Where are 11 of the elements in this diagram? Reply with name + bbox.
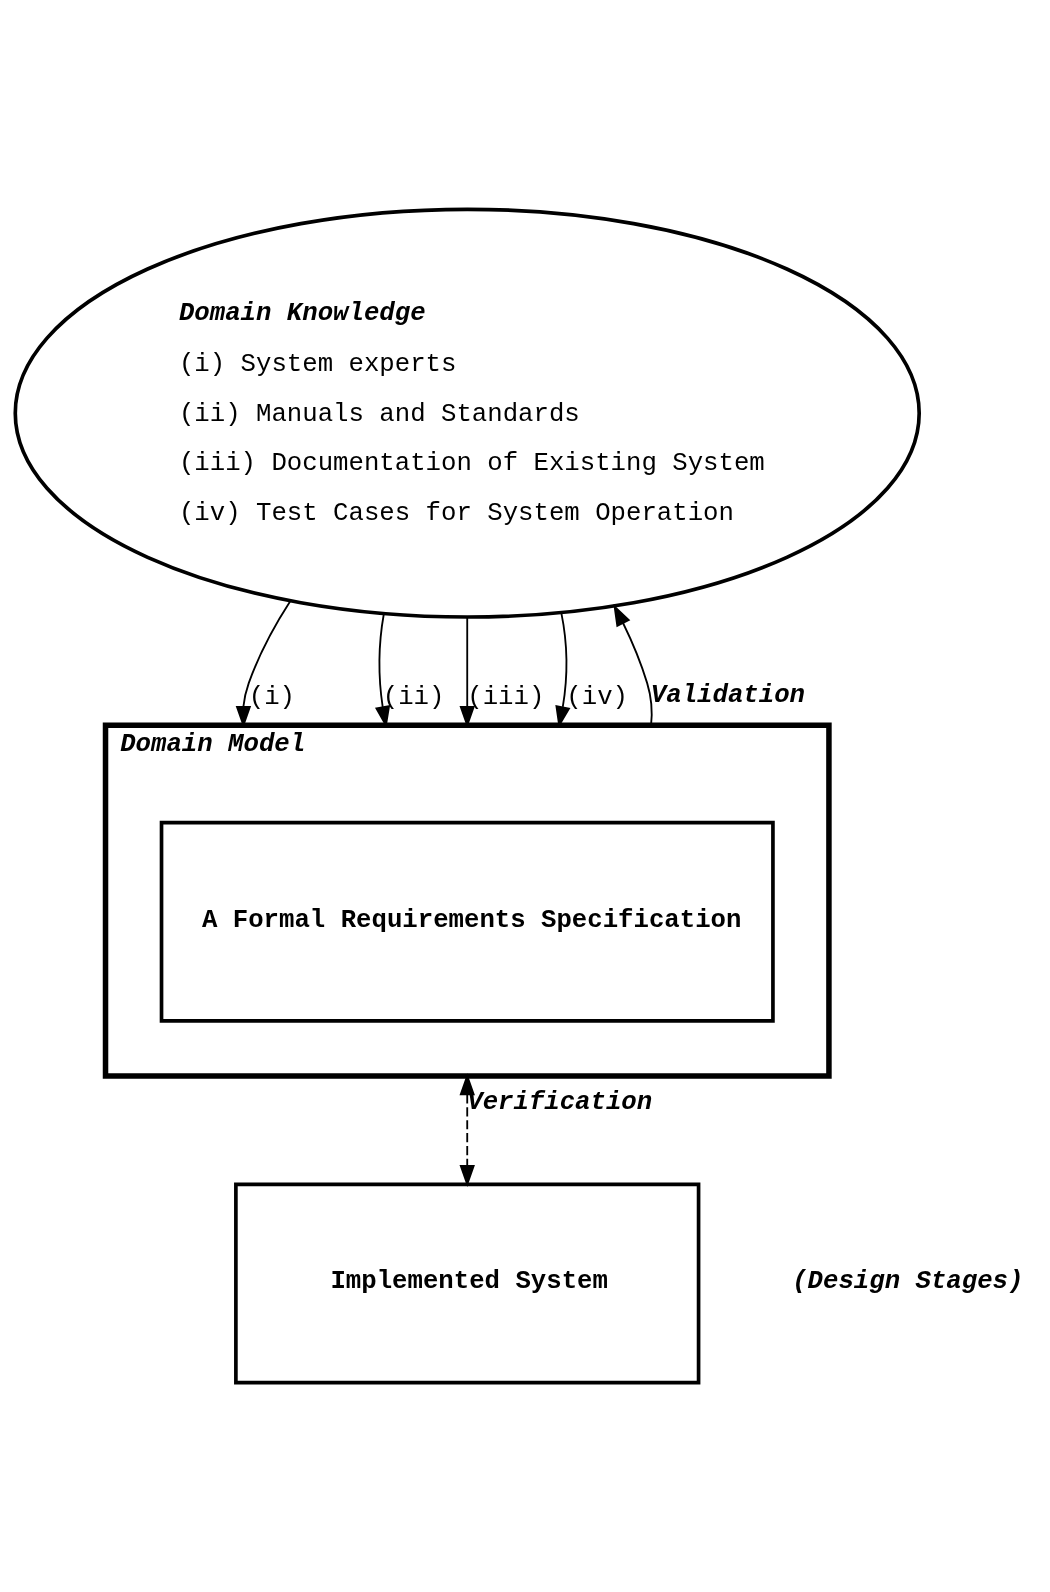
edge-label: Validation — [650, 680, 805, 710]
label: (Design Stages) — [792, 1267, 1024, 1297]
arrow — [459, 1073, 475, 1188]
edge-label: (i) — [248, 682, 295, 712]
edge-label: Verification — [467, 1088, 653, 1118]
edge-label: (iv) — [566, 682, 629, 712]
edge-label: (ii) — [382, 682, 445, 712]
edge-label: (iii) — [467, 682, 545, 712]
node-ellipse: Domain Knowledge (i) System experts (ii) Manuals and Standards (iii) Documentation of Existing System (iv) Test Cases for System Operation — [13, 207, 921, 619]
node-box: A Formal Requirements Specification — [159, 820, 775, 1023]
node-box: Implemented System — [234, 1182, 701, 1385]
